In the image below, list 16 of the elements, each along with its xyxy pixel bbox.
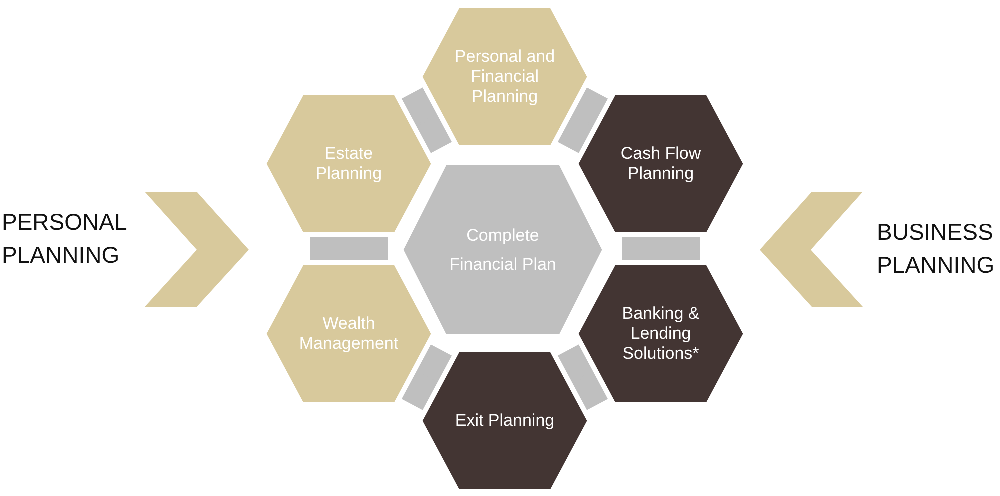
section-label: PERSONAL PLANNING [2, 208, 128, 270]
node-label: Wealth Management [298, 314, 400, 354]
hexagon-tile [576, 93, 746, 235]
node-label: Complete Financial Plan [448, 225, 558, 276]
node-label: Banking & Lending Solutions* [621, 304, 701, 364]
node-label: Personal and Financial Planning [454, 47, 556, 107]
hexagon-tile [264, 263, 434, 405]
node-label: Cash Flow Planning [620, 144, 702, 184]
node-label: Exit Planning [454, 411, 556, 431]
hexagon-tile [420, 6, 590, 148]
hexagon-tile [264, 93, 434, 235]
node-label: Estate Planning [314, 144, 384, 184]
hexagon-tile [576, 263, 746, 405]
section-label: BUSINESS PLANNING [877, 218, 996, 280]
hexagon-tile [401, 163, 605, 337]
hexagon-tile [420, 350, 590, 492]
